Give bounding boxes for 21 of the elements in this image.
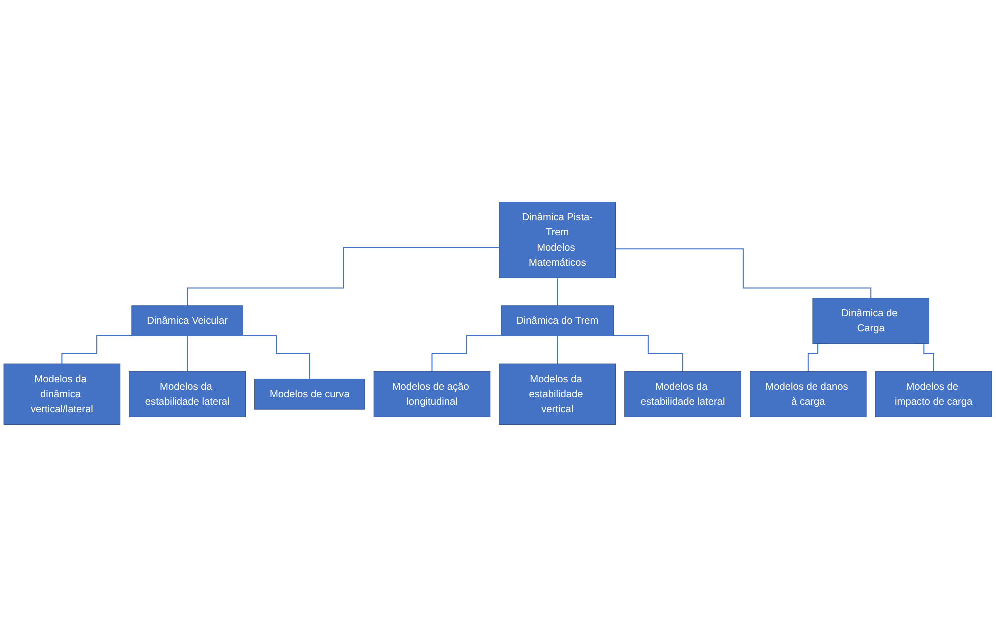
node-box: Modelos da estabilidade lateral (129, 371, 246, 418)
node-box: Modelos da estabilidade lateral (624, 371, 742, 418)
node-box: Modelos da estabilidade vertical (499, 364, 616, 425)
node-box: Dinâmica do Trem (501, 306, 614, 336)
node-box: Modelos de ação longitudinal (374, 371, 491, 418)
connector (616, 248, 872, 299)
connector (243, 336, 310, 380)
connector (187, 336, 188, 372)
node-box: Dinâmica Pista-Trem Modelos Matemáticos (499, 202, 616, 278)
connector (432, 335, 502, 372)
node-box: Modelos de impacto de carga (875, 371, 992, 418)
node-box: Dinâmica de Carga (812, 298, 930, 344)
node-box: Modelos da dinâmica vertical/lateral (4, 364, 121, 425)
node-box: Dinâmica Veicular (132, 306, 244, 336)
connector (557, 278, 558, 306)
connector (62, 335, 132, 365)
connector (557, 336, 558, 365)
node-box: Modelos de curva (254, 378, 366, 410)
connector (187, 247, 500, 306)
connector (614, 335, 684, 372)
node-box: Modelos de danos à carga (750, 371, 867, 418)
